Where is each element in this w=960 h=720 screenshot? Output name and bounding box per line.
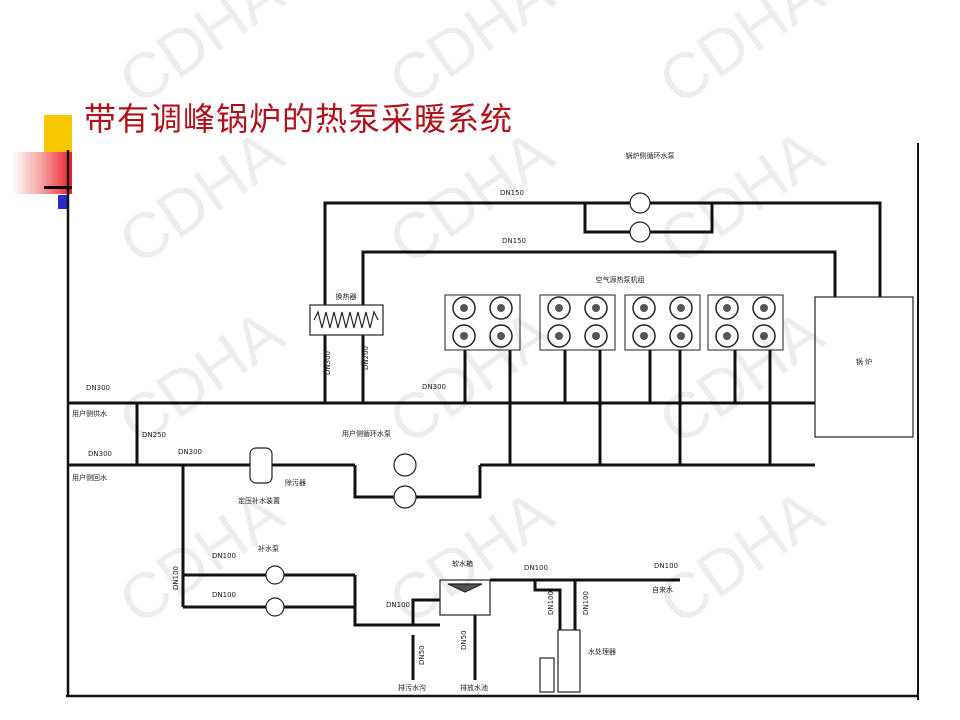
fan-hub-icon xyxy=(555,332,563,340)
fan-hub-icon xyxy=(460,304,468,312)
label-dirt-separator: 除污器 xyxy=(285,478,306,487)
fan-hub-icon xyxy=(723,304,731,312)
label-water-treatment: 水处理器 xyxy=(588,647,616,656)
dn-wt1: DN100 xyxy=(547,591,555,615)
equipment xyxy=(249,192,914,693)
slide-title: 带有调峰锅炉的热泵采暖系统 xyxy=(84,100,514,138)
fan-hub-icon xyxy=(497,304,505,312)
fan-hub-icon xyxy=(497,332,505,340)
dn-wt2: DN100 xyxy=(582,591,590,615)
dn-makeup1: DN100 xyxy=(212,552,236,560)
label-drain-pool: 排放水池 xyxy=(460,683,488,692)
dn-drain1: DN50 xyxy=(418,645,426,665)
label-user-supply: 用户侧供水 xyxy=(72,409,107,418)
pump-icons xyxy=(265,192,651,617)
fan-hub-icon xyxy=(677,304,685,312)
dirt-separator xyxy=(249,447,273,484)
dn-return-left: DN300 xyxy=(88,450,112,458)
dn-supply-mid: DN300 xyxy=(422,383,446,391)
dn-tap1: DN100 xyxy=(524,564,548,572)
dn-tank-in: DN100 xyxy=(386,601,410,609)
frame xyxy=(66,143,919,700)
boiler xyxy=(814,296,914,438)
dn-drain2: DN50 xyxy=(460,630,468,650)
fan-hub-icon xyxy=(723,332,731,340)
label-drain-ditch: 排污水沟 xyxy=(398,683,426,692)
pipes xyxy=(68,201,882,680)
label-heat-exchanger: 换热器 xyxy=(336,292,357,301)
label-boiler-pump: 锅炉侧循环水泵 xyxy=(626,151,675,160)
fan-hub-icon xyxy=(555,304,563,312)
fan-hub-icon xyxy=(760,332,768,340)
label-boiler: 锅 炉 xyxy=(856,357,872,366)
label-user-pump: 用户侧循环水泵 xyxy=(342,429,391,438)
dn-hx2: DN200 xyxy=(362,346,370,370)
fan-hub-icon xyxy=(640,332,648,340)
fan-hub-icon xyxy=(677,332,685,340)
fan-hub-icon xyxy=(460,332,468,340)
label-expansion: 定压补水装置 xyxy=(238,496,280,505)
heat-exchanger xyxy=(309,304,384,336)
dn-hx1: DN300 xyxy=(324,351,332,375)
labels: 锅炉侧循环水泵 空气源热泵机组 换热器 锅 炉 用户侧供水 用户侧回水 用户侧循… xyxy=(72,151,872,692)
dn-supply-left: DN300 xyxy=(86,384,110,392)
dn-makeup2: DN100 xyxy=(212,591,236,599)
deco-blue-square xyxy=(58,195,68,209)
dn-tap2: DN100 xyxy=(654,562,678,570)
water-treatment xyxy=(557,629,581,693)
dn-top2: DN150 xyxy=(502,237,526,245)
deco-black-line xyxy=(44,186,72,189)
fan-hub-icon xyxy=(640,304,648,312)
dn-return-mid: DN300 xyxy=(178,448,202,456)
pipe-size-labels: DN150 DN150 DN300 DN200 DN300 DN300 DN25… xyxy=(86,189,678,665)
label-user-return: 用户侧回水 xyxy=(72,473,107,482)
fan-hub-icon xyxy=(592,332,600,340)
heat-pump-units xyxy=(444,294,784,351)
fan-hub-icon xyxy=(592,304,600,312)
label-tap-water: 自来水 xyxy=(652,585,673,594)
dn-bypass: DN250 xyxy=(142,431,166,439)
fan-hub-icon xyxy=(760,304,768,312)
label-soft-tank: 软水箱 xyxy=(452,559,473,568)
dn-makeup-vertical: DN100 xyxy=(172,566,180,590)
dn-top1: DN150 xyxy=(500,189,524,197)
label-heat-pump-units: 空气源热泵机组 xyxy=(596,275,645,284)
label-makeup-pump: 补水泵 xyxy=(258,544,279,553)
